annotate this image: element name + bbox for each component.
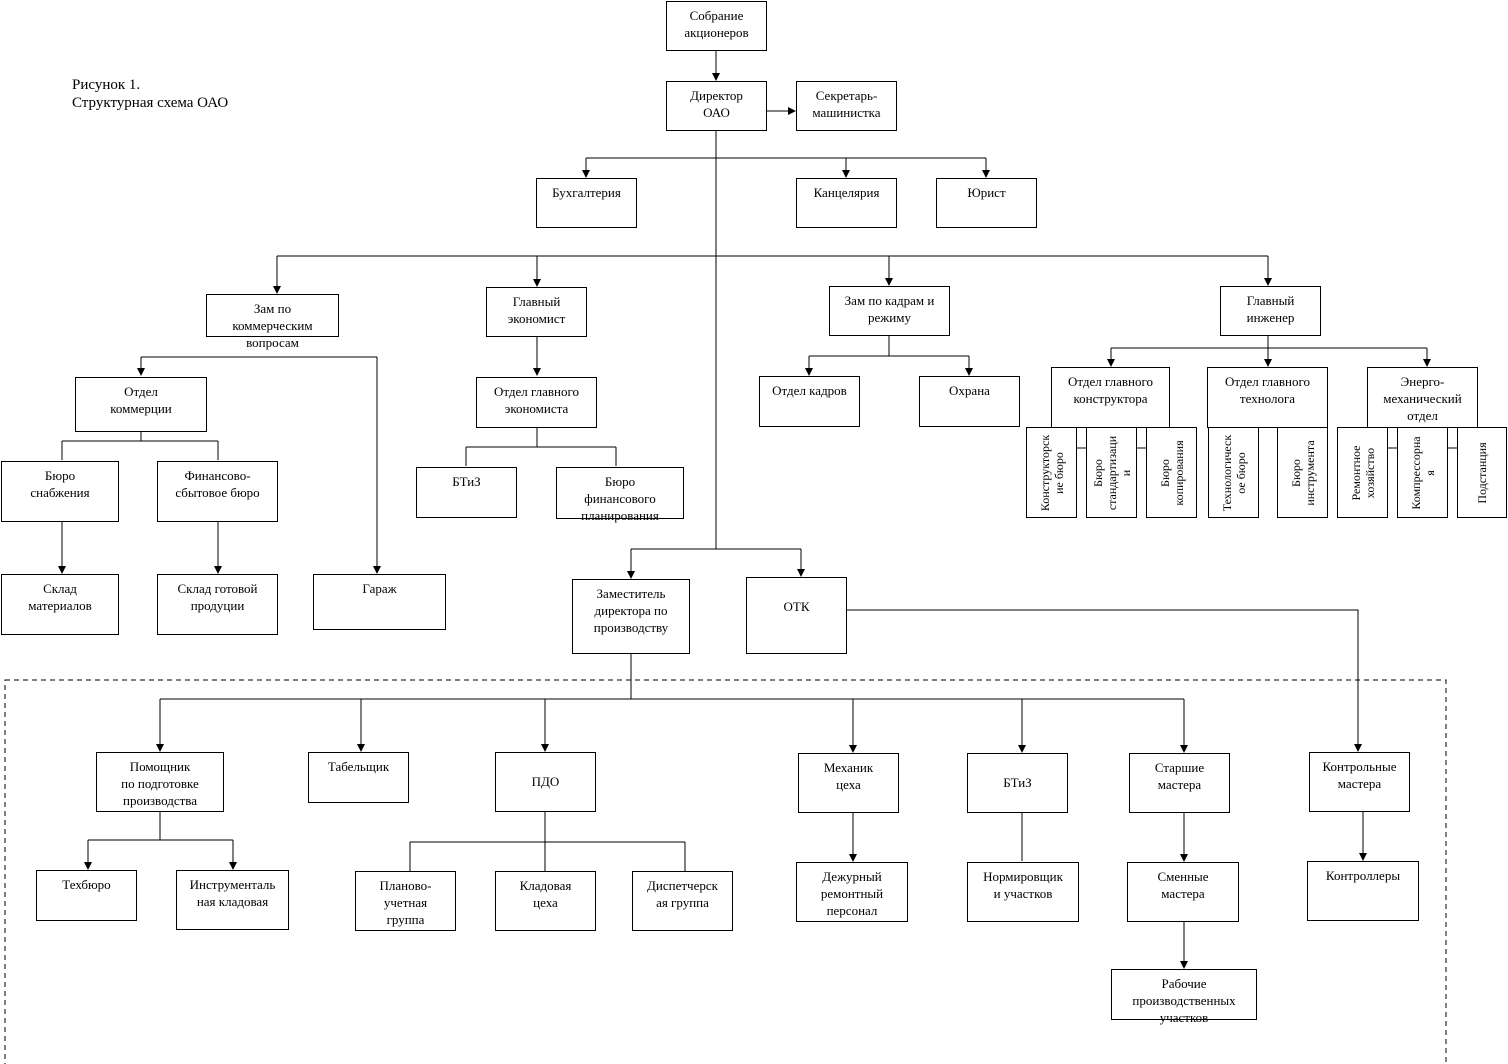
figure-caption: Рисунок 1. Структурная схема ОАО [72, 77, 229, 111]
node-lawyer: Юрист [936, 178, 1037, 228]
node-accounting: Бухгалтерия [536, 178, 637, 228]
node-hr-deputy: Зам по кадрам и режиму [829, 286, 950, 336]
node-materials-warehouse: Склад материалов [1, 574, 119, 635]
node-prep-assistant: Помощник по подготовке производства [96, 752, 224, 812]
node-finance-sales-bureau: Финансово- сбытовое бюро [157, 461, 278, 522]
tool-bureau-label: Бюро инструмента [1288, 439, 1317, 506]
node-timekeeper: Табельщик [308, 752, 409, 803]
node-chief-economist: Главный экономист [486, 287, 587, 337]
node-energy-mech-dept: Энерго- механический отдел [1367, 367, 1478, 428]
node-tech-bureaus: Технологическ ое бюро [1208, 427, 1259, 518]
copy-bureau-label: Бюро копирования [1157, 439, 1186, 506]
node-inspectors: Контроллеры [1307, 861, 1419, 921]
node-btiz-prod: БТиЗ [967, 753, 1068, 813]
production-area-frame [4, 679, 1447, 1064]
node-production-deputy: Заместитель директора по производству [572, 579, 690, 654]
node-section-workers: Рабочие производственных участков [1111, 969, 1257, 1025]
node-tech-bureau: Техбюро [36, 870, 137, 921]
node-commercial-deputy: Зам по коммерческим вопросам [206, 294, 339, 350]
standard-bureau-label: Бюро стандартизаци и [1090, 435, 1133, 510]
node-shop-mechanic: Механик цеха [798, 753, 899, 813]
design-bureau-label: Конструкторск ие бюро [1037, 434, 1066, 511]
substation-label: Подстанция [1475, 441, 1489, 504]
node-copy-bureau: Бюро копирования [1146, 427, 1197, 518]
tech-bureaus-label: Технологическ ое бюро [1219, 434, 1248, 511]
node-designer-dept: Отдел главного конструктора [1051, 367, 1170, 428]
node-commerce-dept: Отдел коммерции [75, 377, 207, 432]
node-shop-storeroom: Кладовая цеха [495, 871, 596, 931]
node-security: Охрана [919, 376, 1020, 427]
node-products-warehouse: Склад готовой продуции [157, 574, 278, 635]
node-duty-repair: Дежурный ремонтный персонал [796, 862, 908, 922]
node-shift-masters: Сменные мастера [1127, 862, 1239, 922]
node-btiz-econ: БТиЗ [416, 467, 517, 518]
node-pdo: ПДО [495, 752, 596, 812]
node-control-masters: Контрольные мастера [1309, 752, 1410, 812]
node-secretary: Секретарь- машинистка [796, 81, 897, 131]
node-chief-engineer: Главный инженер [1220, 286, 1321, 336]
node-standard-bureau: Бюро стандартизаци и [1086, 427, 1137, 518]
node-repair-facility: Ремонтное хозяйство [1337, 427, 1388, 518]
repair-facility-label: Ремонтное хозяйство [1348, 445, 1377, 500]
node-personnel-dept: Отдел кадров [759, 376, 860, 427]
node-office: Канцелярия [796, 178, 897, 228]
node-economist-dept: Отдел главного экономиста [476, 377, 597, 428]
node-technologist-dept: Отдел главного технолога [1207, 367, 1328, 428]
node-design-bureau: Конструкторск ие бюро [1026, 427, 1077, 518]
node-senior-masters: Старшие мастера [1129, 753, 1230, 813]
node-garage: Гараж [313, 574, 446, 630]
node-shareholders: Собрание акционеров [666, 1, 767, 51]
node-supply-bureau: Бюро снабжения [1, 461, 119, 522]
node-dispatch-group: Диспетчерск ая группа [632, 871, 733, 931]
node-norm-setters: Нормировщик и участков [967, 862, 1079, 922]
node-fin-planning-bureau: Бюро финансового планирования [556, 467, 684, 523]
node-otk: ОТК [746, 577, 847, 654]
node-planning-group: Планово- учетная группа [355, 871, 456, 931]
compressor-label: Компрессорна я [1408, 435, 1437, 510]
node-substation: Подстанция [1457, 427, 1507, 518]
node-compressor: Компрессорна я [1397, 427, 1448, 518]
node-tool-bureau: Бюро инструмента [1277, 427, 1328, 518]
node-director: Директор ОАО [666, 81, 767, 131]
node-tool-storeroom: Инструменталь ная кладовая [176, 870, 289, 930]
